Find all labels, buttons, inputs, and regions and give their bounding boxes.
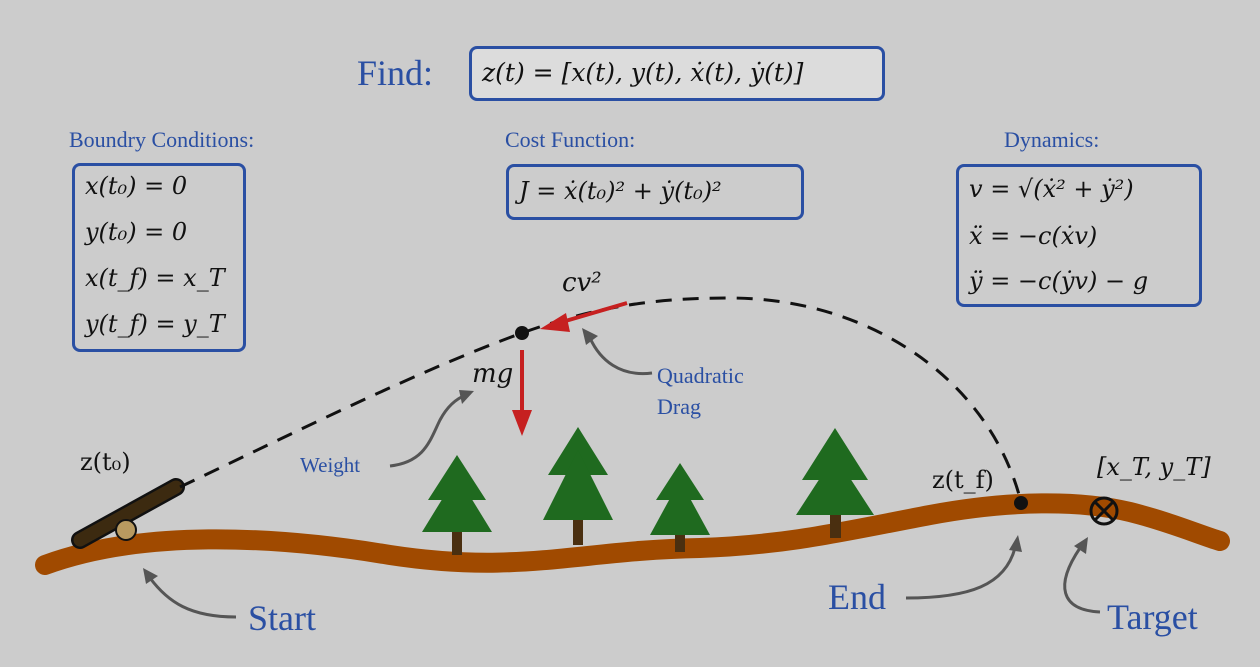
weight-label: Weight xyxy=(300,453,361,477)
start-label: Start xyxy=(248,598,316,638)
find-label: Find: xyxy=(357,53,434,93)
pine-tree-icon xyxy=(796,428,874,538)
target-pointer xyxy=(1063,537,1101,614)
dynamics-line-2: ẍ = −c(ẋv) xyxy=(969,222,1098,250)
boundary-line-1: x(t₀) = 0 xyxy=(85,172,188,200)
quadratic-drag-label: Quadratic Drag xyxy=(657,363,744,419)
dynamics-title: Dynamics: xyxy=(1004,127,1100,152)
dynamics-box: v = √(ẋ² + ẏ²) ẍ = −c(ẋv) ÿ = −c(ẏv) − g xyxy=(956,164,1202,307)
weight-pointer xyxy=(389,390,474,468)
ground-terrain xyxy=(35,493,1230,575)
end-label: End xyxy=(828,577,886,617)
pine-tree-icon xyxy=(650,463,710,552)
circled-times-icon xyxy=(1089,496,1119,526)
quadratic-drag-pointer xyxy=(582,328,653,376)
projectile-point xyxy=(515,326,529,340)
start-pointer xyxy=(143,568,237,619)
target-label: Target xyxy=(1107,597,1198,637)
end-point xyxy=(1014,496,1028,510)
find-expression: z(t) = [x(t), y(t), ẋ(t), ẏ(t)] xyxy=(482,58,804,87)
boundary-line-3: x(t_f) = x_T xyxy=(85,264,225,292)
find-expression-box: z(t) = [x(t), y(t), ẋ(t), ẏ(t)] xyxy=(469,46,885,101)
cost-expression: J = ẋ(t₀)² + ẏ(t₀)² xyxy=(519,177,722,205)
end-pointer xyxy=(905,535,1022,600)
boundary-title: Boundry Conditions: xyxy=(69,127,255,152)
boundary-line-2: y(t₀) = 0 xyxy=(85,218,188,246)
boundary-conditions-box: x(t₀) = 0 y(t₀) = 0 x(t_f) = x_T y(t_f) … xyxy=(72,163,246,352)
drag-force-label: cv² xyxy=(562,268,602,298)
weight-force-label: mg xyxy=(472,359,514,389)
boundary-line-4: y(t_f) = y_T xyxy=(85,310,225,338)
cost-title: Cost Function: xyxy=(505,127,636,152)
weight-force-arrow xyxy=(512,350,532,436)
dynamics-line-3: ÿ = −c(ẏv) − g xyxy=(969,267,1149,295)
target-coords-label: [x_T, y_T] xyxy=(1097,453,1211,481)
z-tf-label: z(t_f) xyxy=(932,466,994,494)
trajectory-path xyxy=(179,296,1023,503)
pine-tree-icon xyxy=(422,455,492,555)
cost-function-box: J = ẋ(t₀)² + ẏ(t₀)² xyxy=(506,164,804,220)
pine-tree-icon xyxy=(543,427,613,545)
cannon-icon xyxy=(71,478,185,549)
z-t0-label: z(t₀) xyxy=(80,448,131,476)
dynamics-line-1: v = √(ẋ² + ẏ²) xyxy=(969,175,1134,203)
drag-force-arrow xyxy=(540,301,628,332)
